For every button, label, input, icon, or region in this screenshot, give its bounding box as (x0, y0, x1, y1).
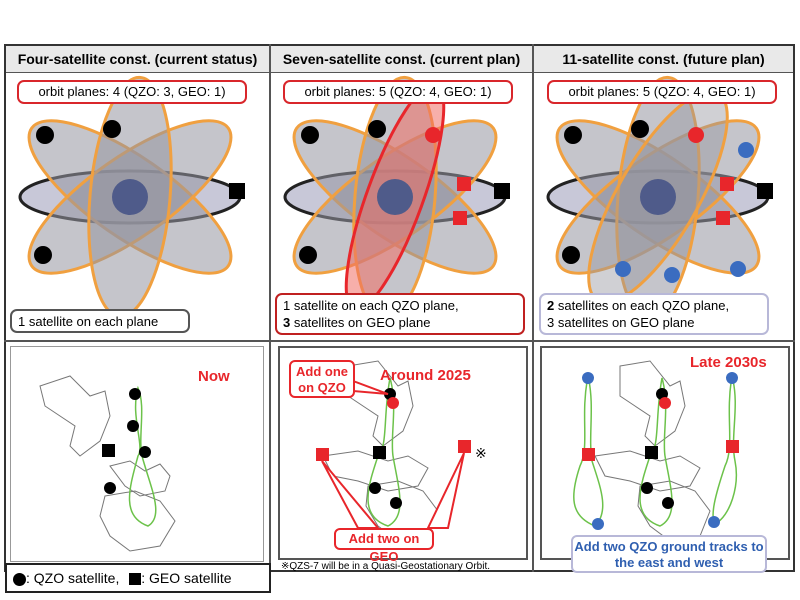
era-label: Late 2030s (690, 354, 767, 371)
row-divider (4, 340, 795, 342)
qzo-satellite (36, 126, 54, 144)
geo-satellite (720, 177, 734, 191)
qzo-satellite (562, 246, 580, 264)
note-line: 2 satellites on each QZO plane, (547, 297, 761, 314)
qzo-satellite (564, 126, 582, 144)
coastline (619, 360, 686, 447)
satellite-note: 1 satellite on each plane (10, 309, 190, 333)
qzo-satellite (127, 420, 139, 432)
coastline (109, 460, 171, 497)
new-geo-satellite (457, 177, 471, 191)
new-geo-satellite (458, 440, 471, 453)
added-qzo-satellite (726, 372, 738, 384)
geo-satellite (716, 211, 730, 225)
ground-track (367, 377, 401, 527)
earth (112, 179, 148, 215)
added-qzo-satellite (615, 261, 631, 277)
note-text: satellites on each QZO plane, (554, 298, 730, 313)
geo-satellite (102, 444, 115, 457)
qzo-satellite (103, 120, 121, 138)
earth (377, 179, 413, 215)
map-graphics-plan (316, 360, 471, 542)
added-qzo-satellite (738, 142, 754, 158)
note-line: 3 satellites on GEO plane (547, 315, 695, 330)
orbit-planes-label: orbit planes: 5 (QZO: 4, GEO: 1) (547, 80, 777, 104)
callout-add-qzo: Add one on QZO (289, 360, 355, 398)
note-line: 1 satellite on each QZO plane, (283, 298, 459, 313)
qzo-satellite (368, 120, 386, 138)
qzo-satellite (301, 126, 319, 144)
map-graphics-future (573, 360, 739, 542)
geo-satellite (726, 440, 739, 453)
legend-qzo-label: : QZO satellite, (26, 570, 120, 586)
qzo-satellite (688, 127, 704, 143)
geo-satellite (645, 446, 658, 459)
column-header-plan: Seven-satellite const. (current plan) (271, 46, 532, 73)
era-label: Now (198, 368, 230, 385)
qzo-legend-icon (13, 572, 26, 586)
era-label: Around 2025 (380, 367, 471, 384)
geo-satellite (229, 183, 245, 199)
new-qzo-satellite (425, 127, 441, 143)
column-header-future: 11-satellite const. (future plan) (534, 46, 793, 73)
satellite-note: 2 satellites on each QZO plane, 3 satell… (539, 293, 769, 335)
added-qzo-satellite (582, 372, 594, 384)
callout-pointer (321, 460, 381, 529)
column-divider (532, 44, 534, 572)
qzo-satellite (662, 497, 674, 509)
coastline (99, 490, 176, 552)
new-qzo-satellite (387, 397, 399, 409)
added-qzo-satellite (708, 516, 720, 528)
qzo-satellite (129, 388, 141, 400)
qzo-satellite (34, 246, 52, 264)
qzo-satellite (299, 246, 317, 264)
note-count: 2 (547, 298, 555, 313)
coastline (39, 375, 111, 457)
geo-satellite (373, 446, 386, 459)
note-line: 3 satellites on GEO plane (283, 314, 517, 331)
geo-legend-icon (129, 573, 142, 586)
orbit-diagram-current (18, 75, 245, 319)
ground-track (639, 377, 673, 527)
column-header-current: Four-satellite const. (current status) (6, 46, 269, 73)
ground-track (128, 385, 157, 527)
qzo-satellite (659, 397, 671, 409)
geo-satellite (494, 183, 510, 199)
added-qzo-satellite (730, 261, 746, 277)
note-text: satellites on GEO plane (290, 315, 431, 330)
footnote-mark: ※ (475, 445, 487, 461)
note-line: 1 satellite on each plane (18, 314, 159, 329)
qzo-satellite (641, 482, 653, 494)
note-count: 3 (283, 315, 291, 330)
satellite-note: 1 satellite on each QZO plane, 3 satelli… (275, 293, 525, 335)
callout-add-tracks: Add two QZO ground tracks to the east an… (571, 535, 767, 573)
new-geo-satellite (453, 211, 467, 225)
orbit-planes-label: orbit planes: 5 (QZO: 4, GEO: 1) (283, 80, 513, 104)
new-geo-satellite (316, 448, 329, 461)
geo-satellite (757, 183, 773, 199)
geo-satellite (582, 448, 595, 461)
qzo-satellite (390, 497, 402, 509)
qzo-satellite (139, 446, 151, 458)
orbit-planes-label: orbit planes: 4 (QZO: 3, GEO: 1) (17, 80, 247, 104)
legend-geo-label: : GEO satellite (141, 570, 232, 586)
column-divider (269, 44, 271, 572)
footnote: ※QZS-7 will be in a Quasi-Geostationary … (281, 561, 491, 572)
map-graphics-now (39, 375, 176, 552)
callout-pointer (426, 452, 465, 529)
qzo-satellite (631, 120, 649, 138)
orbit-diagram-future (546, 75, 773, 319)
callout-add-geo: Add two on GEO (334, 528, 434, 564)
figure-frame (4, 44, 795, 572)
qzo-satellite (104, 482, 116, 494)
earth (640, 179, 676, 215)
added-qzo-satellite (592, 518, 604, 530)
qzo-satellite (369, 482, 381, 494)
legend: : QZO satellite, : GEO satellite (5, 563, 271, 593)
added-qzo-satellite (664, 267, 680, 283)
orbit-diagram-plan (283, 75, 510, 319)
